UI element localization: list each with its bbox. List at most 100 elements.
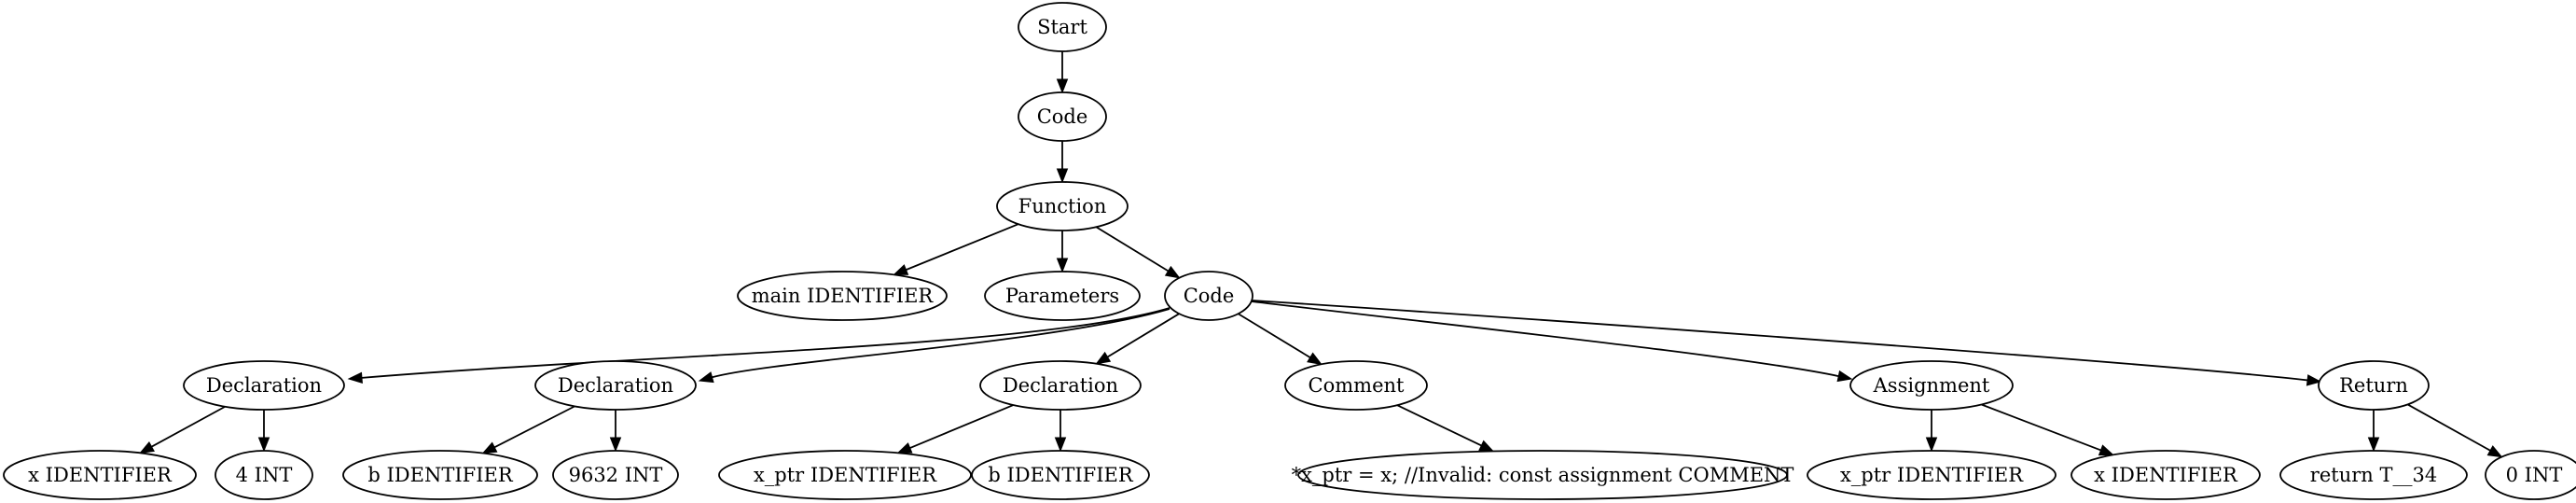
edge-line [1107,313,1180,358]
node-code: Code [1164,271,1253,321]
node-label: 4 INT [236,464,293,486]
edge-code-to-declaration [698,308,1170,384]
node-label: Return [2339,374,2408,397]
node-label: Declaration [206,374,322,397]
node-label: Comment [1309,374,1405,397]
node-declaration: Declaration [534,360,697,411]
edge-start-to-code [1056,51,1069,94]
node-ellipse [737,271,948,321]
node-label: Code [1184,285,1235,307]
edge-code-to-assignment [1251,300,1853,383]
arrowhead-icon [257,437,270,453]
node-label: x_ptr IDENTIFIER [754,464,937,486]
edge-return-to-0-int [2407,403,2503,458]
node-ellipse [718,450,972,500]
node-x-ptr-identifier: x_ptr IDENTIFIER [1807,450,2057,500]
node-label: Assignment [1873,374,1990,397]
edge-assignment-to-x-identifier [1981,403,2114,456]
edge-code-to-return [1252,300,2322,386]
node-function: Function [996,181,1129,231]
node-ellipse [996,181,1129,231]
node-label: Declaration [1003,374,1118,397]
node-ellipse [1284,360,1428,411]
arrowhead-icon [1478,440,1495,453]
node-label: x_ptr IDENTIFIER [1840,464,2024,486]
node-b-identifier: b IDENTIFIER [971,450,1150,500]
edge-function-to-code [1095,226,1181,279]
arrowhead-icon [1054,437,1067,453]
node-0-int: 0 INT [2485,450,2576,500]
node-declaration: Declaration [183,360,345,411]
node-start: Start [1018,2,1107,52]
edge-line [1981,403,2101,452]
arrowhead-icon [2486,445,2503,458]
node-ellipse [971,450,1150,500]
node-label: main IDENTIFIER [752,285,935,307]
node-label: 9632 INT [569,464,663,486]
edge-code-to-function [1056,141,1069,184]
arrowhead-icon [896,442,913,454]
edge-line [1238,313,1311,358]
edge-line [1396,404,1482,447]
node-ellipse [1807,450,2057,500]
node-label: b IDENTIFIER [367,464,513,486]
arrowhead-icon [1056,78,1069,94]
arrowhead-icon [893,264,909,275]
arrowhead-icon [1056,258,1069,273]
arrowhead-icon [481,441,498,454]
edge-line [151,405,226,448]
node-ellipse [2279,450,2468,500]
node-label: x IDENTIFIER [2094,464,2238,486]
node-return-t-34: return T__34 [2279,450,2468,500]
edge-return-to-return-t-34 [2367,410,2380,453]
node-code: Code [1018,91,1107,142]
node-ellipse [534,360,697,411]
node-ellipse [2485,450,2576,500]
edge-function-to-parameters [1056,231,1069,273]
node-ellipse [1018,91,1107,142]
arrowhead-icon [2367,437,2380,453]
node-ellipse [2318,360,2430,411]
edge-assignment-to-x-ptr-identifier [1925,410,1938,453]
node-declaration: Declaration [979,360,1142,411]
arrowhead-icon [1925,437,1938,453]
node-return: Return [2318,360,2430,411]
edge-code-to-comment [1238,313,1323,366]
arrowhead-icon [698,371,714,384]
arrowhead-icon [139,440,155,454]
node-assignment: Assignment [1849,360,2014,411]
edge-declaration-to-9632-int [609,410,622,453]
arrowhead-icon [1307,352,1323,366]
node-x-identifier: x IDENTIFIER [2070,450,2261,500]
node-ellipse [984,271,1141,321]
node-main-identifier: main IDENTIFIER [737,271,948,321]
edge-line [909,404,1014,449]
edge-line [1252,300,2308,382]
edge-comment-to-x-ptr-x-invalid-const-assignment-comment [1396,404,1495,453]
node-label: return T__34 [2310,464,2437,486]
node-ellipse [1849,360,2014,411]
node-label: Declaration [558,374,673,397]
edge-code-to-declaration [347,307,1170,384]
node-x-ptr-identifier: x_ptr IDENTIFIER [718,450,972,500]
arrowhead-icon [2306,374,2322,386]
node-ellipse [183,360,345,411]
edges-layer [139,51,2503,458]
node-label: *x_ptr = x; //Invalid: const assignment … [1292,464,1794,486]
edge-declaration-to-x-identifier [139,405,226,454]
edge-line [906,223,1019,271]
node-ellipse [215,450,313,500]
edge-line [361,307,1170,379]
edge-function-to-main-identifier [893,223,1019,275]
arrowhead-icon [1164,265,1181,279]
node-comment: Comment [1284,360,1428,411]
node-ellipse [3,450,197,500]
node-ellipse [2070,450,2261,500]
node-ellipse [552,450,679,500]
node-4-int: 4 INT [215,450,313,500]
arrowhead-icon [1095,351,1112,365]
edge-declaration-to-x-ptr-identifier [896,404,1014,454]
arrowhead-icon [1056,168,1069,184]
